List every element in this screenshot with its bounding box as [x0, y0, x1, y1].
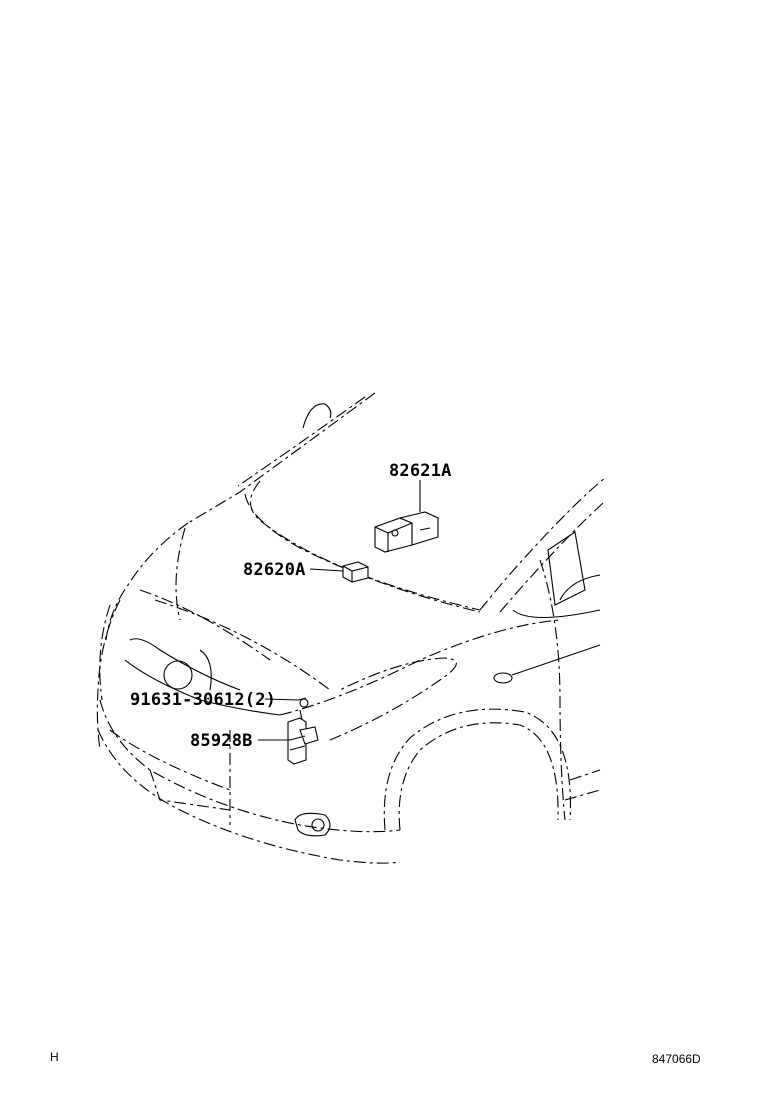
label-91631: 91631-30612(2) [130, 690, 276, 710]
leader-91631 [264, 698, 299, 701]
part-82620A-connector [342, 561, 369, 583]
label-82620A: 82620A [243, 560, 306, 580]
leader-82620A [309, 568, 344, 572]
car-body-outline [96, 392, 606, 864]
part-82621A-module [374, 511, 439, 553]
label-82621A: 82621A [389, 461, 452, 481]
label-85928B: 85928B [190, 731, 253, 751]
part-85928B-bracket [287, 709, 319, 765]
footer-diagram-number: 847066D [652, 1052, 701, 1066]
footer-left-code: H [50, 1050, 59, 1064]
part-91631-bolt [297, 697, 309, 708]
